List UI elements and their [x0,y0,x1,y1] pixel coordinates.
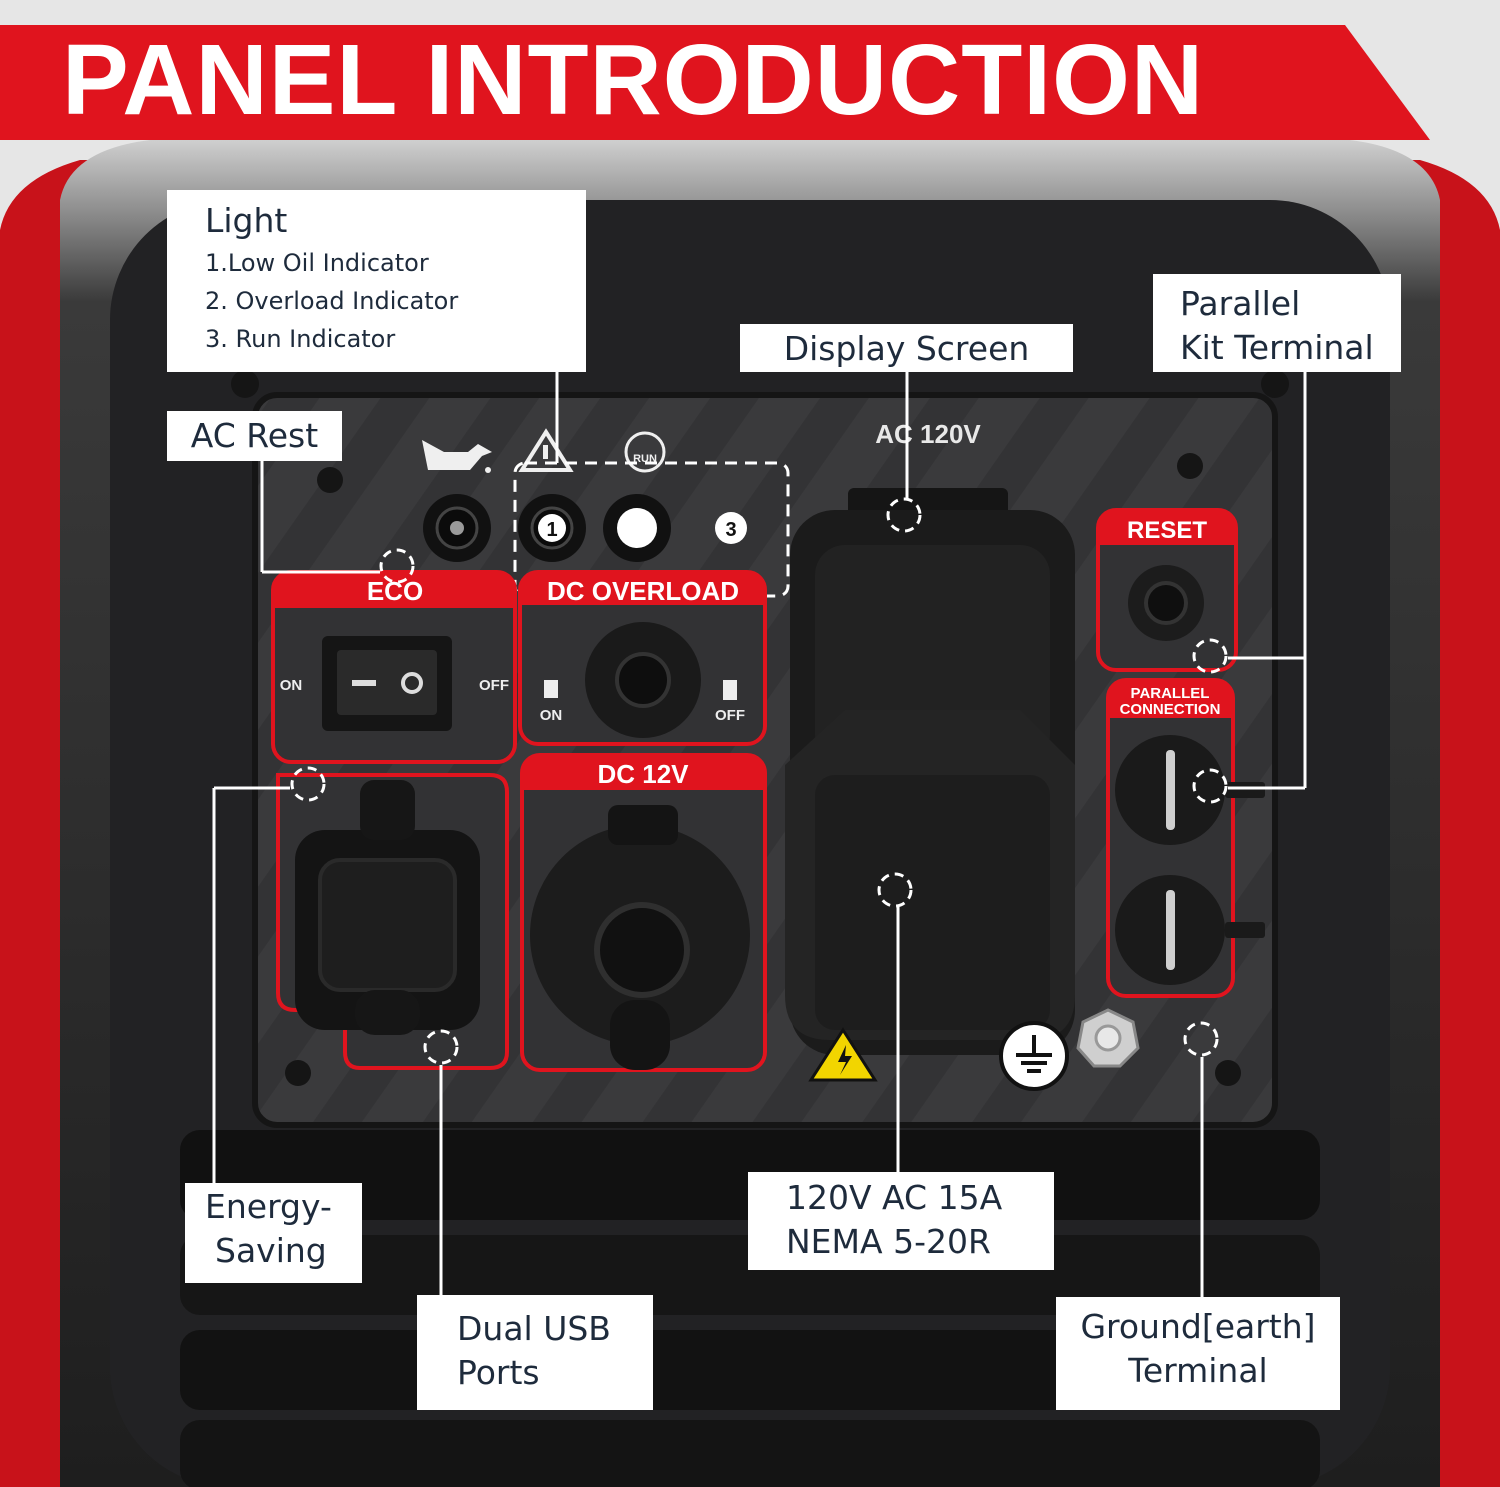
light-item-run: 3. Run Indicator [205,325,396,353]
overload-indicator [603,494,671,562]
dual-usb-line2: Ports [457,1353,540,1392]
parallel-label-line2: CONNECTION [1120,701,1221,718]
usb-port-cover[interactable] [295,780,480,1035]
eco-off-label: OFF [479,677,509,694]
ground-symbol-icon [999,1021,1069,1091]
light-item-overload: 2. Overload Indicator [205,287,459,315]
low-oil-indicator: 1 [518,494,586,562]
ac-reset-button[interactable] [423,494,491,562]
parallel-kit-line2: Kit Terminal [1180,328,1374,367]
reset-label: RESET [1127,517,1207,544]
ac-rest-callout: AC Rest [167,411,342,461]
eco-on-label: ON [280,677,303,694]
ac-outlet-line2: NEMA 5-20R [786,1222,991,1261]
energy-saving-line1: Energy- [205,1187,332,1226]
ground-line2: Terminal [1128,1351,1268,1390]
energy-saving-line2: Saving [215,1231,327,1270]
parallel-kit-callout: Parallel Kit Terminal [1153,274,1401,372]
dc-overload-label: DC OVERLOAD [547,576,739,606]
ac-outlet-line1: 120V AC 15A [786,1178,1003,1217]
indicator-number-3: 3 [725,519,736,541]
ground-line1: Ground[earth] [1080,1307,1316,1346]
page-title: PANEL INTRODUCTION [62,24,1205,136]
display-screen-label: Display Screen [783,329,1030,368]
energy-saving-callout: Energy- Saving [185,1183,362,1283]
display-screen-callout: Display Screen [740,324,1073,372]
dc-12v-socket[interactable] [530,805,750,1070]
eco-label: ECO [367,576,423,606]
light-callout: Light 1.Low Oil Indicator 2. Overload In… [167,190,586,372]
dc-12v-label: DC 12V [597,759,689,789]
run-indicator-badge: 3 [715,512,747,544]
oil-can-icon [422,440,492,473]
reset-button[interactable] [1128,565,1204,641]
ac-outlet-cover[interactable] [785,488,1075,1055]
light-callout-title: Light [205,201,288,240]
ground-terminal-callout: Ground[earth] Terminal [1056,1297,1340,1410]
screws [231,370,1289,1086]
ac-voltage-label: AC 120V [875,419,981,449]
ac-rest-label: AC Rest [190,416,319,455]
leader-lines [212,372,1307,1297]
light-item-low-oil: 1.Low Oil Indicator [205,249,429,277]
overload-off-label: OFF [715,707,745,724]
dual-usb-line1: Dual USB [457,1309,611,1348]
eco-rocker-switch[interactable] [322,636,452,731]
parallel-kit-line1: Parallel [1180,284,1301,323]
parallel-terminal-upper[interactable] [1115,735,1265,845]
indicator-number-1: 1 [546,519,557,541]
electric-hazard-icon [808,1027,878,1082]
dual-usb-callout: Dual USB Ports [417,1295,653,1410]
callout-target-markers [290,497,1228,1065]
overload-on-label: ON [540,707,563,724]
ground-terminal-bolt[interactable] [1076,1008,1140,1068]
title-banner [0,25,1430,140]
parallel-label-line1: PARALLEL [1131,685,1210,702]
parallel-terminal-lower[interactable] [1115,875,1265,985]
ac-outlet-callout: 120V AC 15A NEMA 5-20R [748,1172,1054,1270]
dc-overload-breaker-button[interactable] [585,622,701,738]
